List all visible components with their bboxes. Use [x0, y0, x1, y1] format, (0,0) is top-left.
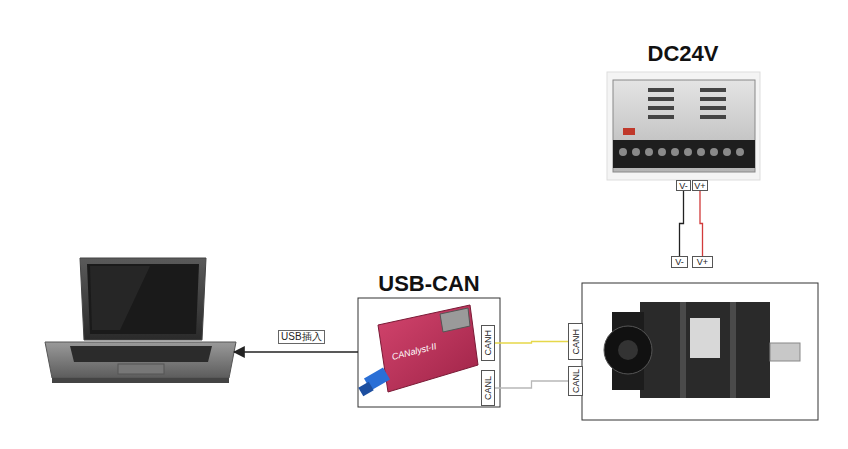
usb-can-illustration-part	[358, 382, 373, 397]
null-part-part	[697, 148, 705, 156]
power-supply-illustration-part	[648, 106, 674, 110]
pin-label: CANH	[481, 325, 495, 361]
usb-cable-arrow-part	[234, 351, 358, 353]
laptop-illustration-part	[90, 266, 150, 330]
pin-name: CANL	[482, 376, 494, 400]
terminal-label: V-	[676, 180, 691, 191]
null-part-part	[710, 148, 718, 156]
power-supply-illustration	[607, 72, 760, 180]
laptop-illustration	[45, 258, 236, 383]
wire	[680, 191, 684, 256]
motor-illustration-part	[582, 283, 818, 420]
motor-illustration-part	[604, 326, 652, 374]
terminal-label: V+	[692, 180, 708, 191]
null-part-part	[658, 148, 666, 156]
wire	[700, 191, 703, 256]
pin-name: CANH	[570, 329, 582, 355]
laptop-illustration-part	[52, 378, 229, 383]
power-supply-illustration-part	[613, 140, 755, 168]
laptop-illustration-part	[70, 346, 212, 362]
laptop-illustration-part	[87, 264, 199, 334]
cable-note: USB插入	[278, 330, 325, 344]
power-supply-illustration-part	[648, 88, 674, 92]
pin-name: V-	[675, 257, 684, 267]
null-part-part	[671, 148, 679, 156]
motor-illustration	[582, 283, 818, 420]
wire	[495, 342, 568, 344]
terminal-label: V-	[671, 256, 688, 268]
null-part-part	[723, 148, 731, 156]
power-supply-illustration-part	[648, 97, 674, 101]
power-supply-illustration-part	[607, 72, 760, 180]
pin-name: V+	[697, 257, 708, 267]
null-part-part	[619, 148, 627, 156]
pin-label: CANL	[568, 366, 583, 396]
pin-name: V+	[694, 181, 705, 191]
null-part	[619, 148, 744, 156]
laptop-illustration-part	[45, 342, 236, 378]
null-part-part	[736, 148, 744, 156]
power-supply-illustration-part	[613, 80, 755, 172]
power-supply-illustration-part	[623, 128, 635, 135]
pin-name: V-	[679, 181, 688, 191]
power-supply-illustration-part	[700, 106, 726, 110]
usb-can-illustration-part	[440, 308, 470, 332]
null-part-part	[632, 148, 640, 156]
terminal-label: V+	[692, 256, 713, 268]
motor-illustration-part	[618, 340, 638, 360]
motor-illustration-part	[640, 302, 770, 398]
motor-illustration-part	[680, 302, 686, 398]
node-heading: DC24V	[603, 40, 763, 68]
laptop-illustration-part	[118, 364, 164, 374]
motor-illustration-part	[730, 302, 736, 398]
motor-illustration-part	[770, 343, 800, 361]
laptop-illustration-part	[80, 258, 206, 340]
pin-label: CANL	[481, 370, 495, 406]
power-supply-illustration-part	[700, 88, 726, 92]
power-supply-illustration-part	[648, 115, 674, 119]
power-supply-illustration-part	[700, 97, 726, 101]
usb-cable-arrow	[234, 352, 358, 353]
usb-can-illustration-part	[378, 305, 478, 392]
pin-name: CANH	[482, 330, 494, 356]
pin-name: CANL	[570, 369, 582, 393]
pin-label: CANH	[568, 323, 583, 360]
device-marking: CANalyst-II	[391, 341, 438, 362]
motor-illustration-part	[690, 318, 720, 358]
usb-can-illustration	[358, 298, 500, 407]
power-supply: DC24V	[603, 40, 763, 182]
null-part-part	[645, 148, 653, 156]
wire	[495, 381, 568, 388]
node-heading: USB-CAN	[358, 270, 500, 298]
power-supply-illustration-part	[700, 115, 726, 119]
null-part-part	[684, 148, 692, 156]
usb-can-illustration-part	[358, 298, 500, 407]
usb-can-adapter: USB-CAN CANH CANL	[358, 270, 500, 407]
